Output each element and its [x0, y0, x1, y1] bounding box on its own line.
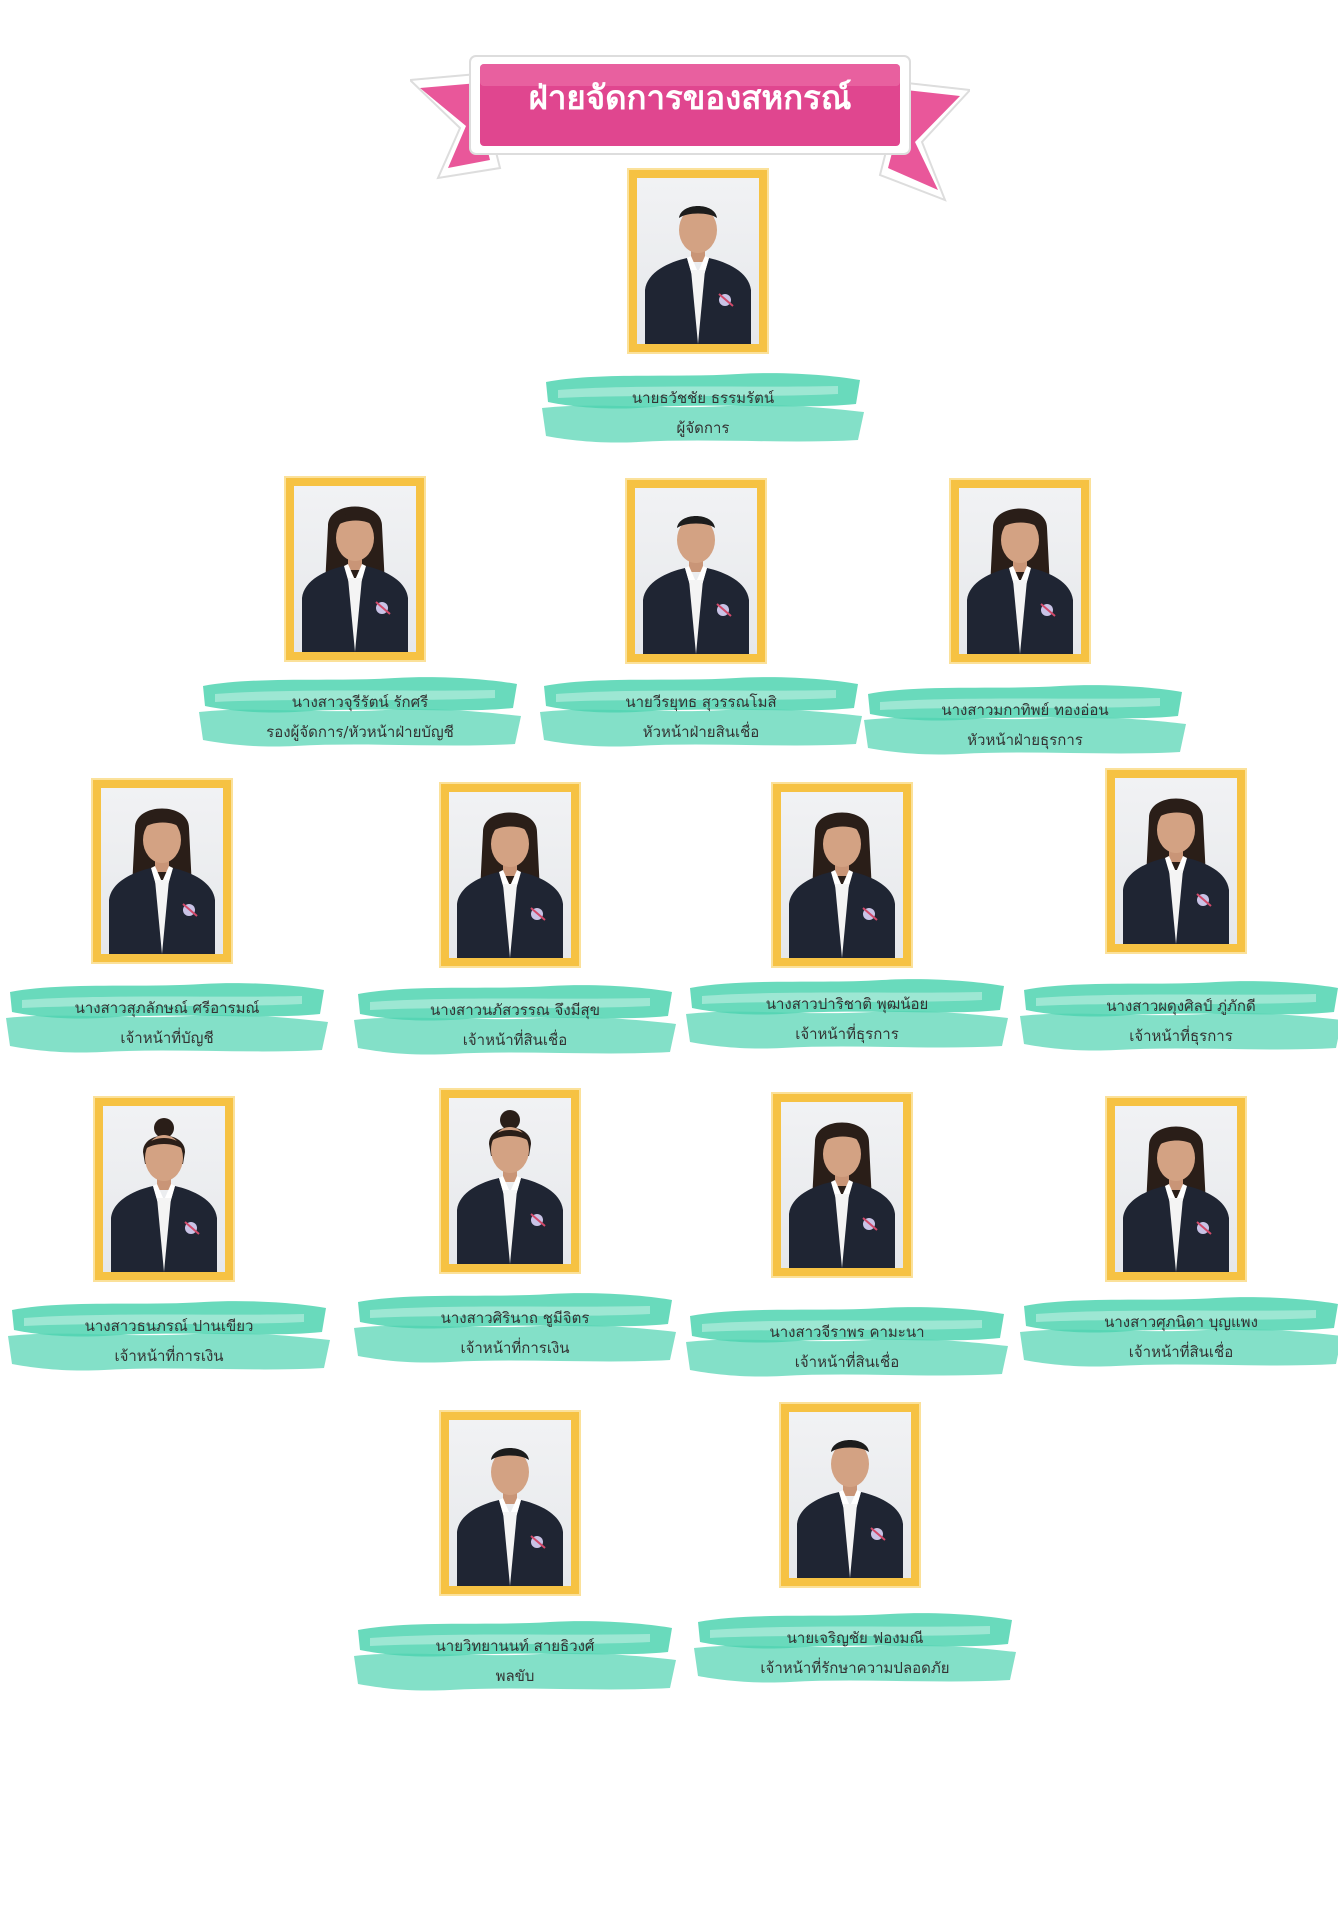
brush-stroke — [686, 1307, 1008, 1377]
brush-stroke — [686, 979, 1008, 1049]
name-label: นายวิทยานนท์ สายธิวงศ์ พลขับ — [350, 1616, 680, 1696]
brush-stroke — [1020, 1297, 1338, 1367]
brush-stroke — [354, 985, 676, 1055]
photo-frame — [91, 778, 233, 964]
name-label: นางสาวจุรีรัตน์ รักศรี รองผู้จัดการ/หัวห… — [195, 672, 525, 752]
staff-photo — [637, 178, 759, 344]
photo-frame — [627, 168, 769, 354]
staff-role: ผู้จัดการ — [676, 419, 730, 437]
brush-stroke — [199, 677, 521, 747]
title-banner: ฝ่ายจัดการของสหกรณ์ — [410, 50, 970, 205]
name-label: นางสาวสุภลักษณ์ ศรีอารมณ์ เจ้าหน้าที่บัญ… — [2, 978, 332, 1058]
staff-photo — [449, 792, 571, 958]
staff-name: นางสาวศิรินาถ ชูมีจิตร — [440, 1309, 590, 1327]
brush-stroke — [694, 1613, 1016, 1683]
staff-name: นางสาวจุรีรัตน์ รักศรี — [291, 693, 429, 711]
staff-role: เจ้าหน้าที่บัญชี — [120, 1029, 214, 1047]
staff-name: นางสาวสุภลักษณ์ ศรีอารมณ์ — [74, 999, 260, 1017]
staff-role: เจ้าหน้าที่การเงิน — [114, 1347, 224, 1365]
staff-role: เจ้าหน้าที่สินเชื่อ — [794, 1353, 900, 1371]
staff-name: นายวีรยุทธ สุวรรณโมสิ — [625, 693, 777, 711]
staff-role: เจ้าหน้าที่สินเชื่อ — [462, 1031, 568, 1049]
staff-photo — [101, 788, 223, 954]
name-label: นางสาวธนภรณ์ ปานเขียว เจ้าหน้าที่การเงิน — [4, 1296, 334, 1376]
staff-role: เจ้าหน้าที่การเงิน — [460, 1339, 570, 1357]
brush-stroke — [6, 983, 328, 1053]
staff-role: เจ้าหน้าที่ธุรการ — [795, 1025, 899, 1043]
photo-frame — [284, 476, 426, 662]
name-label: นายเจริญชัย ฟองมณี เจ้าหน้าที่รักษาความป… — [690, 1608, 1020, 1688]
page-title: ฝ่ายจัดการของสหกรณ์ — [528, 78, 852, 117]
brush-stroke — [354, 1621, 676, 1691]
staff-name: นางสาวปาริชาติ พุฒน้อย — [765, 995, 929, 1013]
photo-frame — [439, 782, 581, 968]
staff-photo — [449, 1098, 571, 1264]
staff-name: นางสาวมกาทิพย์ ทองอ่อน — [941, 701, 1109, 719]
name-label: นางสาวผดุงศิลป์ ภู่ภักดี เจ้าหน้าที่ธุรก… — [1016, 976, 1338, 1056]
name-label: นางสาวมกาทิพย์ ทองอ่อน หัวหน้าฝ่ายธุรการ — [860, 680, 1190, 760]
staff-photo — [449, 1420, 571, 1586]
photo-frame — [439, 1410, 581, 1596]
staff-photo — [1115, 778, 1237, 944]
staff-role: เจ้าหน้าที่ธุรการ — [1129, 1027, 1233, 1045]
photo-frame — [771, 782, 913, 968]
ribbon-graphic — [410, 55, 970, 202]
photo-frame — [625, 478, 767, 664]
photo-frame — [1105, 768, 1247, 954]
staff-role: เจ้าหน้าที่รักษาความปลอดภัย — [760, 1659, 950, 1677]
staff-name: นางสาวผดุงศิลป์ ภู่ภักดี — [1106, 997, 1256, 1015]
photo-frame — [949, 478, 1091, 664]
photo-frame — [439, 1088, 581, 1274]
staff-photo — [1115, 1106, 1237, 1272]
staff-photo — [781, 792, 903, 958]
photo-frame — [93, 1096, 235, 1282]
staff-name: นางสาวธนภรณ์ ปานเขียว — [84, 1317, 254, 1335]
name-label: นางสาวศุภนิดา บุญแพง เจ้าหน้าที่สินเชื่อ — [1016, 1292, 1338, 1372]
staff-photo — [789, 1412, 911, 1578]
staff-role: พลขับ — [495, 1667, 535, 1685]
name-label: นางสาวจีราพร คามะนา เจ้าหน้าที่สินเชื่อ — [682, 1302, 1012, 1382]
brush-stroke — [1020, 981, 1338, 1051]
staff-photo — [635, 488, 757, 654]
staff-role: เจ้าหน้าที่สินเชื่อ — [1128, 1343, 1234, 1361]
name-label: นางสาวศิรินาถ ชูมีจิตร เจ้าหน้าที่การเงิ… — [350, 1288, 680, 1368]
photo-frame — [779, 1402, 921, 1588]
name-label: นายธวัชชัย ธรรมรัตน์ ผู้จัดการ — [538, 368, 868, 448]
brush-stroke — [8, 1301, 330, 1371]
name-label: นางสาวปาริชาติ พุฒน้อย เจ้าหน้าที่ธุรการ — [682, 974, 1012, 1054]
staff-photo — [294, 486, 416, 652]
staff-photo — [959, 488, 1081, 654]
staff-name: นางสาวศุภนิดา บุญแพง — [1104, 1313, 1258, 1331]
photo-frame — [771, 1092, 913, 1278]
staff-name: นายวิทยานนท์ สายธิวงศ์ — [435, 1637, 595, 1655]
staff-name: นายเจริญชัย ฟองมณี — [786, 1629, 924, 1647]
brush-stroke — [540, 677, 862, 747]
staff-role: หัวหน้าฝ่ายธุรการ — [967, 731, 1083, 749]
staff-role: รองผู้จัดการ/หัวหน้าฝ่ายบัญชี — [266, 723, 454, 741]
staff-name: นายธวัชชัย ธรรมรัตน์ — [631, 389, 775, 407]
staff-role: หัวหน้าฝ่ายสินเชื่อ — [642, 723, 760, 741]
name-label: นางสาวนภัสวรรณ จึงมีสุข เจ้าหน้าที่สินเช… — [350, 980, 680, 1060]
brush-stroke — [354, 1293, 676, 1363]
staff-photo — [103, 1106, 225, 1272]
name-label: นายวีรยุทธ สุวรรณโมสิ หัวหน้าฝ่ายสินเชื่… — [536, 672, 866, 752]
photo-frame — [1105, 1096, 1247, 1282]
staff-name: นางสาวจีราพร คามะนา — [769, 1323, 925, 1341]
brush-stroke — [864, 685, 1186, 755]
staff-name: นางสาวนภัสวรรณ จึงมีสุข — [430, 1001, 600, 1019]
staff-photo — [781, 1102, 903, 1268]
brush-stroke — [542, 373, 864, 443]
